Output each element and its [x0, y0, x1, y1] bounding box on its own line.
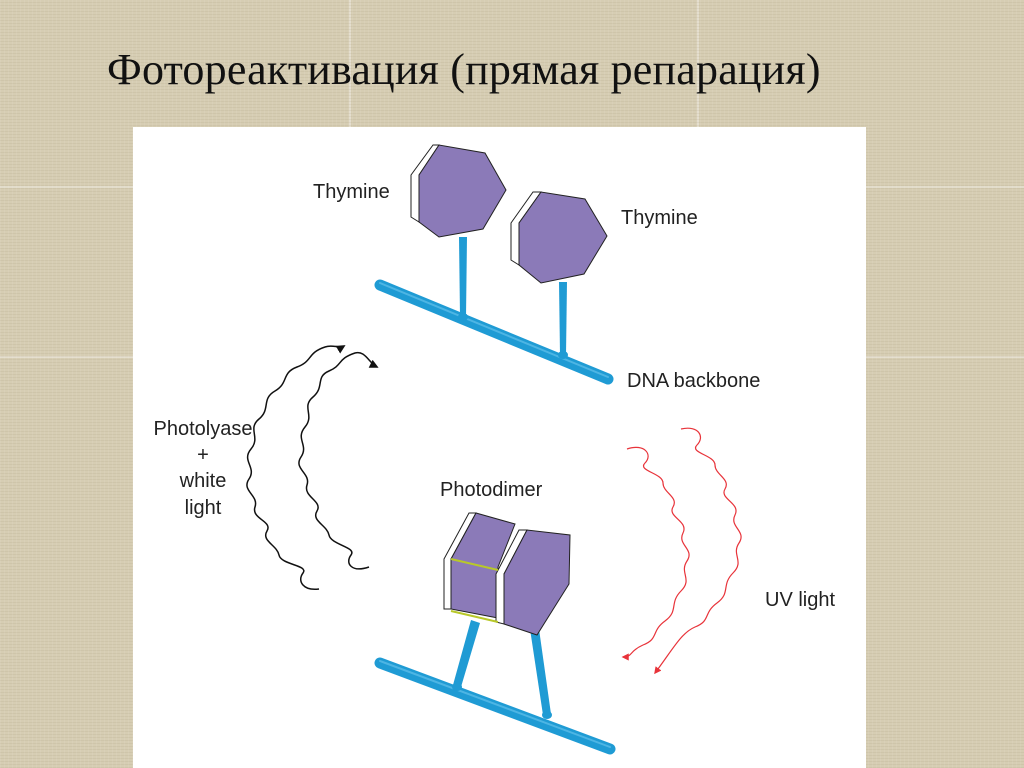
- dna-backbone-label: DNA backbone: [627, 370, 760, 392]
- figure-panel: Thymine Thymine DNA backbone Photodimer: [133, 127, 866, 768]
- bottom-nucleotide-stalks: [452, 620, 552, 719]
- photolyase-label-line1: Photolyase: [154, 418, 253, 440]
- top-nucleotide-stalks: [458, 237, 568, 359]
- uv-light-arrows: [621, 427, 742, 675]
- photolyase-label-line4: light: [185, 497, 222, 519]
- bottom-dna-backbone: [374, 657, 616, 755]
- photodimer-label: Photodimer: [440, 479, 543, 501]
- uv-light-label: UV light: [765, 589, 835, 611]
- photoreactivation-diagram: Thymine Thymine DNA backbone Photodimer: [154, 144, 835, 755]
- photolyase-light-arrows: [246, 345, 379, 590]
- top-dna-backbone: [374, 279, 614, 385]
- photolyase-label-line2: +: [197, 444, 209, 466]
- thymine-right-label: Thymine: [621, 207, 698, 229]
- photodimer-base: [443, 512, 571, 636]
- thymine-right-base: [510, 191, 608, 284]
- thymine-left-label: Thymine: [313, 181, 390, 203]
- photolyase-label-line3: white: [179, 470, 227, 492]
- slide-title: Фотореактивация (прямая репарация): [107, 45, 821, 94]
- thymine-left-base: [410, 144, 507, 238]
